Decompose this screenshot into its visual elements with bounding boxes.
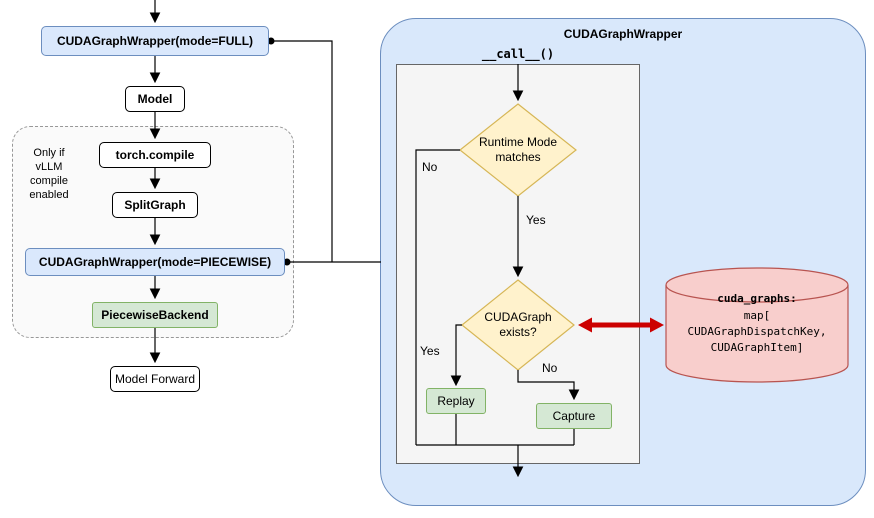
cuda-graphs-body: map[ CUDAGraphDispatchKey, CUDAGraphItem… xyxy=(687,309,827,354)
cuda-graphs-title: cuda_graphs: xyxy=(717,292,797,305)
edge-label-runtime-yes: Yes xyxy=(524,213,548,227)
node-torch-compile: torch.compile xyxy=(99,142,211,168)
node-model: Model xyxy=(125,86,185,112)
call-entry-label: __call__() xyxy=(481,47,555,61)
node-splitgraph: SplitGraph xyxy=(112,192,198,218)
graph-exists-diamond-label: CUDAGraph exists? xyxy=(484,310,552,339)
node-replay: Replay xyxy=(426,388,486,414)
node-piecewisebackend: PiecewiseBackend xyxy=(92,302,218,328)
node-capture: Capture xyxy=(536,403,612,429)
panel-title: CUDAGraphWrapper xyxy=(563,27,683,41)
node-model-forward: Model Forward xyxy=(110,366,200,392)
edge-label-exists-no: No xyxy=(540,361,560,375)
group-note: Only if vLLM compile enabled xyxy=(29,147,69,201)
node-cudagraphwrapper-piecewise: CUDAGraphWrapper(mode=PIECEWISE) xyxy=(25,248,285,276)
edge-label-exists-yes: Yes xyxy=(418,344,442,358)
edge-label-runtime-no: No xyxy=(420,160,440,174)
node-cudagraphwrapper-full: CUDAGraphWrapper(mode=FULL) xyxy=(41,26,269,56)
runtime-mode-diamond-label: Runtime Mode matches xyxy=(478,135,558,164)
